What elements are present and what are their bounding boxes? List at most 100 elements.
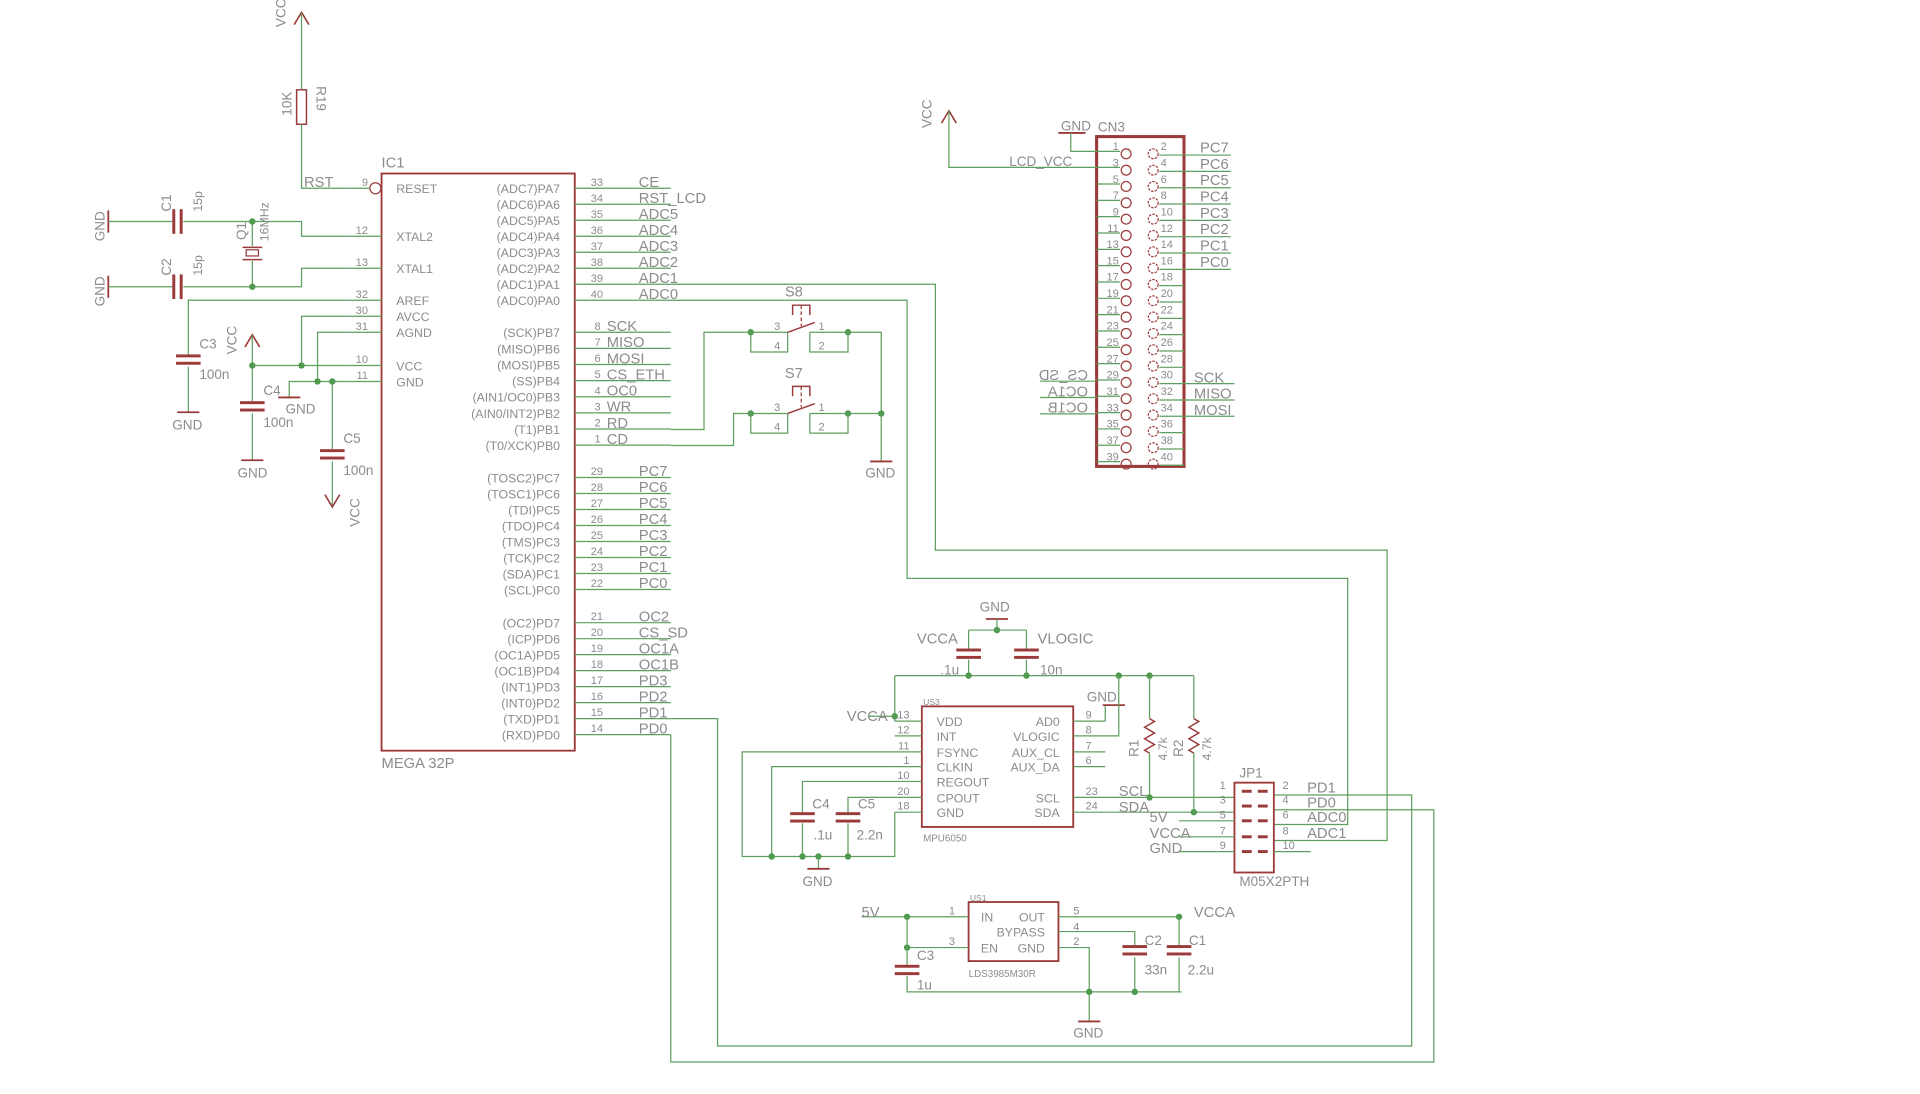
ic1-pin-number: 30 [356, 305, 368, 317]
reg-pin-name: BYPASS [997, 925, 1045, 939]
ic1-pin-number: 28 [591, 482, 603, 494]
header-pin-even [1147, 229, 1159, 241]
header-pin-even [1147, 148, 1159, 160]
ic1-pin-name: (TDI)PC5 [508, 503, 560, 517]
header-pin-odd [1120, 180, 1132, 193]
ic1-pin-number: 36 [591, 225, 603, 237]
header-pin-even [1147, 213, 1159, 225]
header-pin-even [1147, 246, 1159, 258]
ic1-pin-name: (INT0)PD2 [501, 697, 560, 711]
ic1-pin-name: (TCK)PC2 [503, 551, 560, 565]
net-label: RST_LCD [639, 191, 706, 207]
header-pin-odd [1120, 442, 1132, 454]
mpu-pin-name: CLKIN [937, 761, 973, 775]
cn3-pin-number: 6 [1161, 174, 1167, 186]
ic1-pin-name: (ADC2)PA2 [497, 262, 560, 276]
header-pin-even [1147, 458, 1159, 470]
header-pin-odd [1120, 213, 1132, 225]
net-label: ADC5 [639, 207, 678, 223]
net-label: PC1 [639, 560, 668, 576]
r2-ref: R2 [1171, 740, 1186, 757]
ic1-pin-number: 14 [591, 723, 603, 735]
cn3-pin-number: 10 [1161, 206, 1173, 218]
ic1-pin-number: 22 [591, 578, 603, 590]
net-label: MOSI [607, 351, 645, 367]
jp1-net-label: GND [1150, 841, 1183, 857]
mpu-pin-number: 12 [897, 724, 909, 736]
wire [1105, 675, 1120, 737]
wire [771, 766, 895, 857]
jp1-pin-number: 3 [1220, 795, 1226, 807]
net-label: PC1 [1200, 239, 1229, 255]
cn3-pin-number: 19 [1106, 288, 1118, 300]
wire [670, 734, 1435, 1063]
resistor-r1 [1143, 718, 1156, 754]
capacitor-c5-mpu-plate [835, 819, 861, 823]
cn3-pin-number: 17 [1106, 272, 1118, 284]
mirrored-net-label: OC1A [1048, 384, 1088, 400]
c1-value: 2.2u [1188, 963, 1214, 978]
cn3-pin-number: 34 [1161, 402, 1173, 414]
switch-pin-number: 1 [818, 321, 824, 333]
wire [187, 299, 351, 355]
crystal-q1-body [245, 249, 260, 257]
ic1-pin-number: 6 [594, 353, 600, 365]
ic1-pin-name: (OC1B)PD4 [494, 665, 560, 679]
ic1-pin-number: 19 [591, 643, 603, 655]
wire [288, 380, 351, 398]
lcd-vcc-label: LCD_VCC [1009, 154, 1072, 169]
mpu-pin-name: AUX_DA [1010, 761, 1060, 775]
ic1-pin-number: 39 [591, 273, 603, 285]
cn3-pin-number: 21 [1106, 304, 1118, 316]
ic1-pin-name: (ADC4)PA4 [497, 230, 560, 244]
jp1-net-label: PD1 [1307, 781, 1336, 797]
ic1-pin-name: (SCK)PB7 [503, 326, 560, 340]
wire [847, 796, 895, 813]
switch-pin-number: 4 [774, 422, 780, 434]
net-label: PC6 [639, 480, 668, 496]
reg-pin-number: 2 [1073, 936, 1079, 948]
header-pin-even [1147, 197, 1159, 209]
gnd-label: GND [238, 465, 268, 480]
net-label: PC3 [639, 528, 668, 544]
capacitor-c2-reg [1122, 945, 1148, 949]
net-label: ADC3 [639, 239, 678, 255]
c3-value: 100n [199, 367, 229, 382]
header-pin [1241, 804, 1252, 808]
mpu-pin-number: 1 [903, 755, 909, 767]
mpu-pin-name: FSYNC [937, 746, 979, 760]
ic1-pin-name: (ADC1)PA1 [497, 278, 560, 292]
net-label: PC4 [639, 512, 668, 528]
capacitor-vlogic-plate [1014, 655, 1039, 659]
header-pin-even [1147, 376, 1159, 388]
net-label: PC0 [1200, 255, 1229, 271]
reg-pin-number: 5 [1073, 905, 1079, 917]
jp1-body [1233, 781, 1275, 874]
jp1-value: M05X2PTH [1239, 874, 1309, 889]
junction-dot [878, 410, 885, 417]
ic1-pin-name: (ADC5)PA5 [497, 214, 560, 228]
ic1-pin-number: 35 [591, 209, 603, 221]
net-label: OC1A [639, 641, 679, 657]
capacitor-c4-mpu-plate [790, 819, 815, 823]
net-label: PC6 [1200, 157, 1229, 173]
reg-pin-name: GND [1018, 941, 1045, 955]
c4-value: 100n [263, 415, 293, 430]
ic1-pin-name: (TOSC2)PC7 [487, 471, 560, 485]
ic1-pin-number: 31 [356, 321, 368, 333]
ic1-pin-number: 33 [591, 177, 603, 189]
header-pin-even [1147, 360, 1159, 372]
ic1-pin-name: XTAL2 [396, 230, 433, 244]
ic1-pin-number: 11 [357, 370, 368, 382]
ic1-pin-number: 29 [591, 466, 603, 478]
ic1-pin-name: (TMS)PC3 [502, 535, 560, 549]
net-label: PC7 [1200, 141, 1229, 157]
ic1-pin-number: 17 [591, 675, 603, 687]
ic1-pin-number: 12 [356, 225, 368, 237]
wire [670, 299, 1349, 826]
ic1-pin-number: 25 [591, 530, 603, 542]
wire [1058, 946, 1090, 1022]
capacitor-c1-plate [179, 209, 183, 234]
cn3-pin-number: 40 [1161, 451, 1173, 463]
capacitor-vlogic [1014, 648, 1039, 652]
